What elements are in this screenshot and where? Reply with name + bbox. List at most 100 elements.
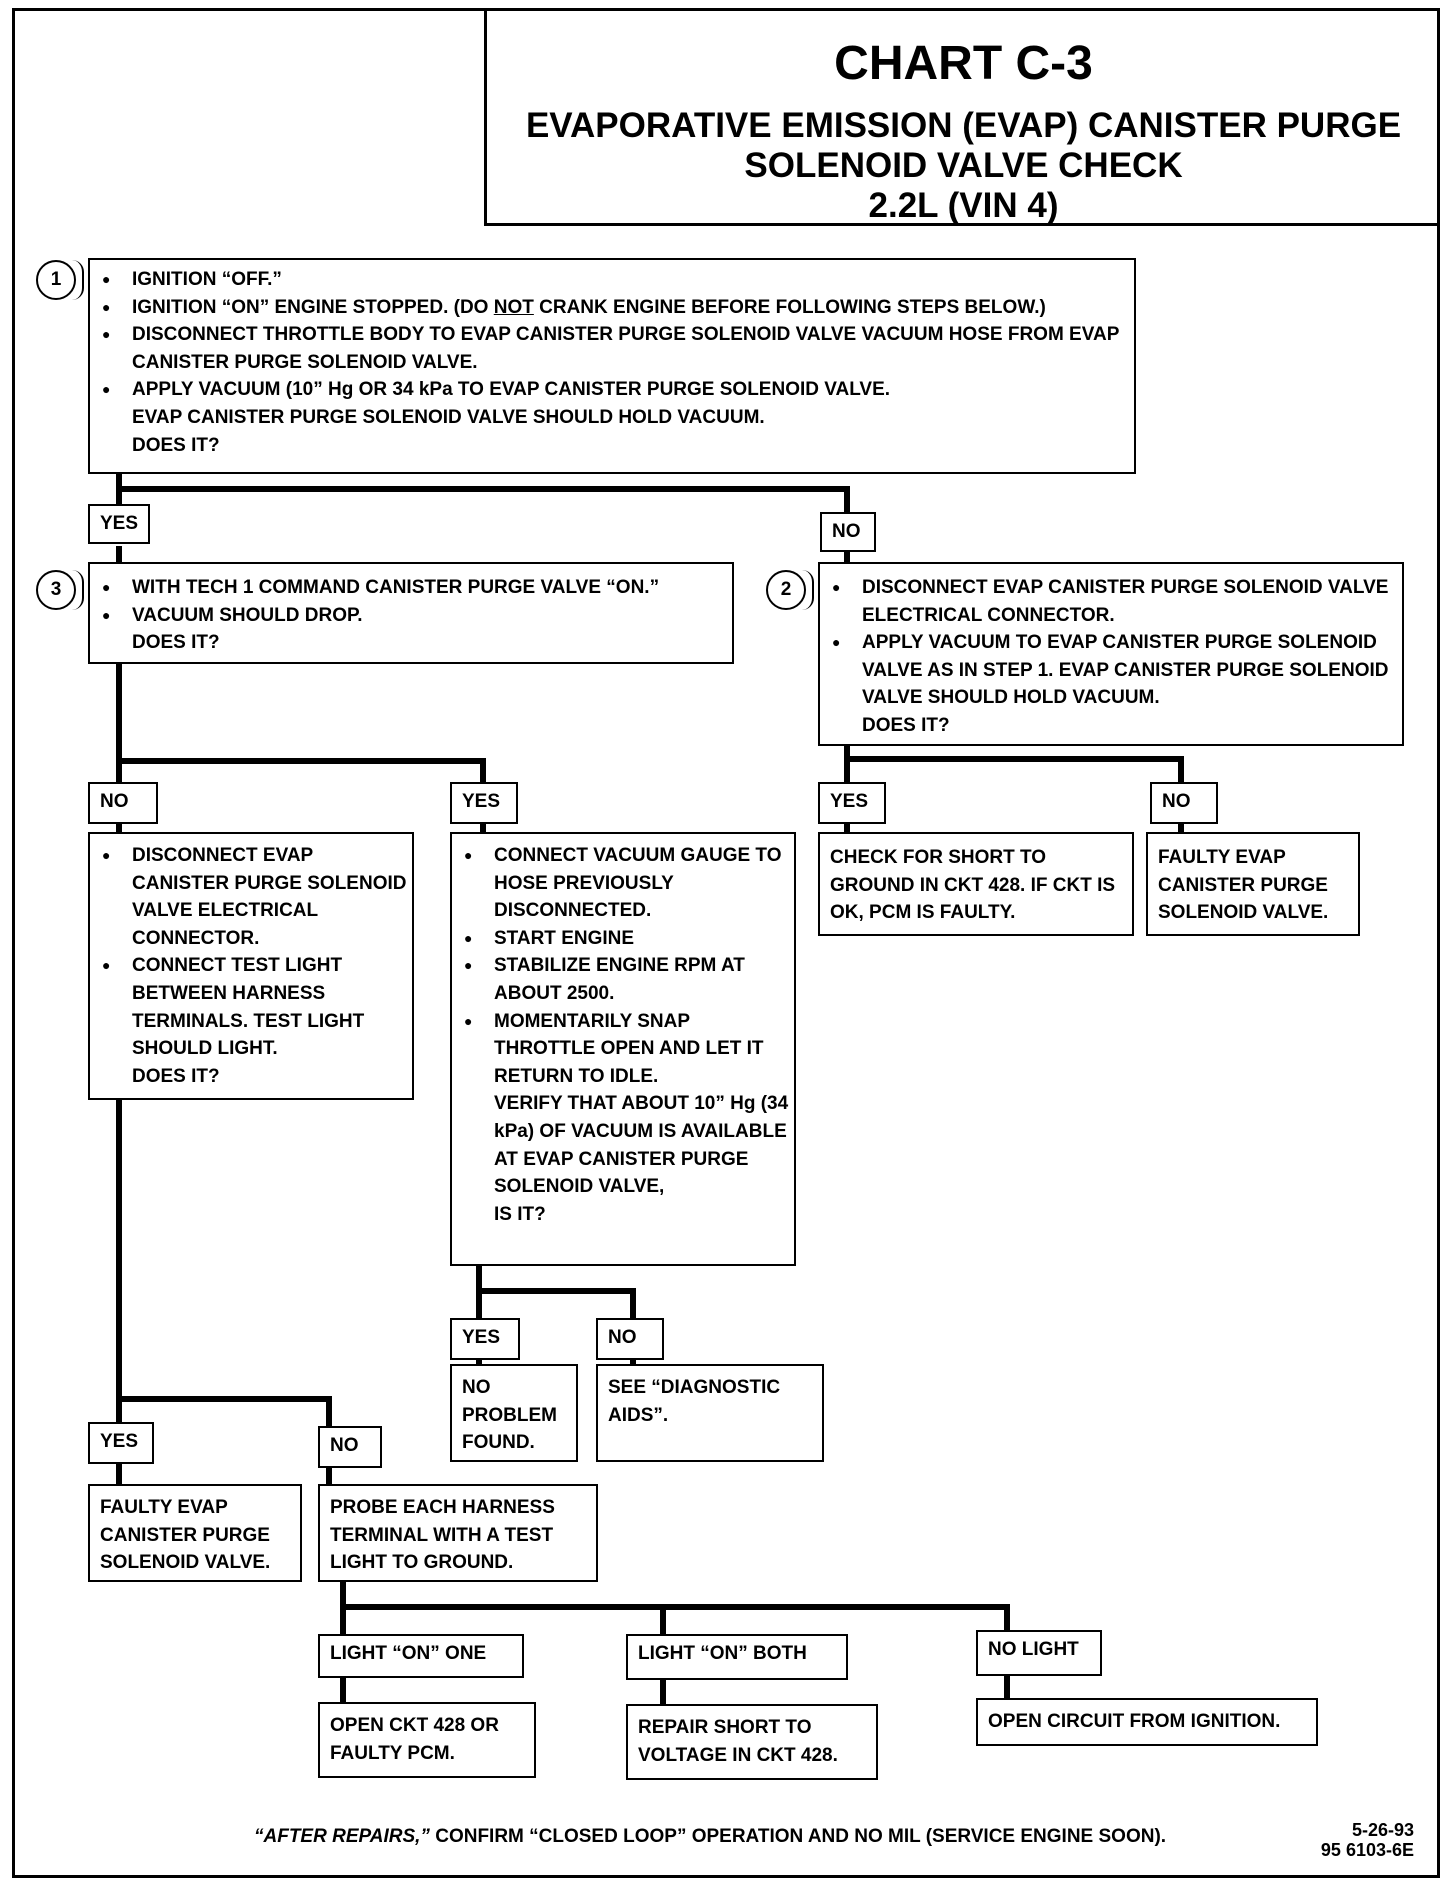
chart-title: CHART C-3	[834, 37, 1093, 90]
open-circuit-box: OPEN CIRCUIT FROM IGNITION.	[976, 1698, 1318, 1746]
step-3-bullet: WITH TECH 1 COMMAND CANISTER PURGE VALVE…	[90, 574, 732, 602]
connector	[340, 1604, 1010, 1610]
result-text: OPEN CKT 428 OR FAULTY PCM.	[330, 1715, 499, 1764]
step-2-no-box: FAULTY EVAP CANISTER PURGE SOLENOID VALV…	[1146, 832, 1360, 936]
probe-terminal-box: PROBE EACH HARNESS TERMINAL WITH A TEST …	[318, 1484, 598, 1582]
yes-label: YES	[818, 782, 886, 824]
document-date: 5-26-93	[1351, 1820, 1414, 1840]
chart-subtitle-3: 2.2L (VIN 4)	[868, 186, 1059, 225]
connector	[1178, 820, 1184, 834]
result-text: REPAIR SHORT TO VOLTAGE IN CKT 428.	[638, 1717, 838, 1766]
after-repairs-text: “AFTER REPAIRS,”	[254, 1826, 430, 1847]
no-label: NO	[88, 782, 158, 824]
connector	[630, 1288, 636, 1324]
result-text: PROBE EACH HARNESS TERMINAL WITH A TEST …	[330, 1497, 555, 1574]
connector	[660, 1680, 666, 1704]
no-light-label: NO LIGHT	[976, 1630, 1102, 1676]
repair-short-box: REPAIR SHORT TO VOLTAGE IN CKT 428.	[626, 1704, 878, 1780]
connector	[844, 820, 850, 834]
no-label: NO	[820, 512, 876, 552]
step-1-bullet: IGNITION “OFF.”	[90, 266, 1134, 294]
connector	[116, 1100, 122, 1428]
document-number: 95 6103-6E	[1320, 1840, 1414, 1860]
yes-label: YES	[88, 1422, 154, 1464]
step-2-bullet: APPLY VACUUM TO EVAP CANISTER PURGE SOLE…	[820, 629, 1402, 712]
result-text: FAULTY EVAP CANISTER PURGE SOLENOID VALV…	[1158, 847, 1329, 924]
connector	[116, 474, 122, 512]
connector	[844, 546, 850, 562]
step-1-question: DOES IT?	[132, 434, 220, 456]
connector	[480, 758, 486, 786]
step-1-bullet: DISCONNECT THROTTLE BODY TO EVAP CANISTE…	[90, 321, 1134, 376]
step-1-box: IGNITION “OFF.” IGNITION “ON” ENGINE STO…	[88, 258, 1136, 474]
connector	[116, 1462, 122, 1486]
connector	[326, 1466, 332, 1486]
confirm-text: CONFIRM “CLOSED LOOP” OPERATION AND NO M…	[429, 1826, 1167, 1847]
yes-label: YES	[88, 504, 150, 544]
no-problem-box: NO PROBLEM FOUND.	[450, 1364, 578, 1462]
light-on-one-label: LIGHT “ON” ONE	[318, 1634, 524, 1678]
connector	[476, 1288, 636, 1294]
connector	[660, 1604, 666, 1634]
result-text: NO PROBLEM FOUND.	[462, 1377, 557, 1454]
title-block: CHART C-3 EVAPORATIVE EMISSION (EVAP) CA…	[484, 8, 1440, 226]
instruction-bullet: STABILIZE ENGINE RPM AT ABOUT 2500.	[452, 952, 794, 1007]
connector	[844, 756, 1184, 762]
step-brace	[72, 260, 84, 300]
chart-subtitle-1: EVAPORATIVE EMISSION (EVAP) CANISTER PUR…	[525, 106, 1402, 145]
no-label: NO	[596, 1318, 664, 1360]
connector	[1004, 1676, 1010, 1700]
instruction-bullet: MOMENTARILY SNAP THROTTLE OPEN AND LET I…	[452, 1008, 794, 1091]
instruction-question: DOES IT?	[132, 1065, 220, 1087]
connector	[476, 1266, 482, 1324]
no-label: NO	[318, 1426, 382, 1468]
instruction-question: IS IT?	[494, 1203, 546, 1225]
step-brace	[802, 570, 814, 610]
page-frame	[12, 8, 1440, 1878]
connector	[1004, 1604, 1010, 1630]
yes-label: YES	[450, 782, 518, 824]
step-1-trailing: EVAP CANISTER PURGE SOLENOID VALVE SHOUL…	[132, 406, 765, 428]
step-2-box: DISCONNECT EVAP CANISTER PURGE SOLENOID …	[818, 562, 1404, 746]
instruction-bullet: DISCONNECT EVAP CANISTER PURGE SOLENOID …	[90, 842, 412, 952]
connector	[116, 820, 122, 834]
chart-subtitle-2: SOLENOID VALVE CHECK	[744, 146, 1183, 185]
step-brace	[72, 570, 84, 610]
connector	[480, 820, 486, 834]
step-2-marker: 2	[766, 570, 806, 610]
open-ckt-box: OPEN CKT 428 OR FAULTY PCM.	[318, 1702, 536, 1778]
connector	[1178, 756, 1184, 786]
connector	[116, 758, 486, 764]
result-text: SEE “DIAGNOSTIC AIDS”.	[608, 1377, 781, 1426]
document-code: 5-26-93 95 6103-6E	[1294, 1820, 1414, 1860]
step-3-no-box: DISCONNECT EVAP CANISTER PURGE SOLENOID …	[88, 832, 414, 1100]
connector	[844, 742, 850, 786]
instruction-bullet: START ENGINE	[452, 925, 794, 953]
step-3-marker: 3	[36, 570, 76, 610]
connector	[844, 486, 850, 518]
result-text: CHECK FOR SHORT TO GROUND IN CKT 428. IF…	[830, 847, 1116, 924]
step-1-marker: 1	[36, 260, 76, 300]
instruction-bullet: CONNECT TEST LIGHT BETWEEN HARNESS TERMI…	[90, 952, 412, 1062]
faulty-valve-box: FAULTY EVAP CANISTER PURGE SOLENOID VALV…	[88, 1484, 302, 1582]
footer-note: “AFTER REPAIRS,” CONFIRM “CLOSED LOOP” O…	[254, 1826, 1166, 1848]
step-3-yes-box: CONNECT VACUUM GAUGE TO HOSE PREVIOUSLY …	[450, 832, 796, 1266]
step-3-bullet: VACUUM SHOULD DROP.	[90, 602, 732, 630]
step-1-bullet-text: IGNITION “ON” ENGINE STOPPED. (DO NOT CR…	[132, 296, 1046, 318]
step-2-bullet: DISCONNECT EVAP CANISTER PURGE SOLENOID …	[820, 574, 1402, 629]
no-label: NO	[1150, 782, 1218, 824]
step-1-bullet: IGNITION “ON” ENGINE STOPPED. (DO NOT CR…	[90, 294, 1134, 322]
connector	[116, 662, 122, 786]
step-3-question: DOES IT?	[132, 632, 220, 654]
connector	[340, 1678, 346, 1702]
connector	[326, 1396, 332, 1430]
step-3-box: WITH TECH 1 COMMAND CANISTER PURGE VALVE…	[88, 562, 734, 664]
step-2-question: DOES IT?	[862, 714, 950, 736]
step-2-yes-box: CHECK FOR SHORT TO GROUND IN CKT 428. IF…	[818, 832, 1134, 936]
light-on-both-label: LIGHT “ON” BOTH	[626, 1634, 848, 1680]
step-1-bullet: APPLY VACUUM (10” Hg OR 34 kPa TO EVAP C…	[90, 376, 1134, 404]
connector	[116, 486, 850, 492]
instruction-bullet: CONNECT VACUUM GAUGE TO HOSE PREVIOUSLY …	[452, 842, 794, 925]
diagnostic-aids-box: SEE “DIAGNOSTIC AIDS”.	[596, 1364, 824, 1462]
connector	[116, 546, 122, 562]
